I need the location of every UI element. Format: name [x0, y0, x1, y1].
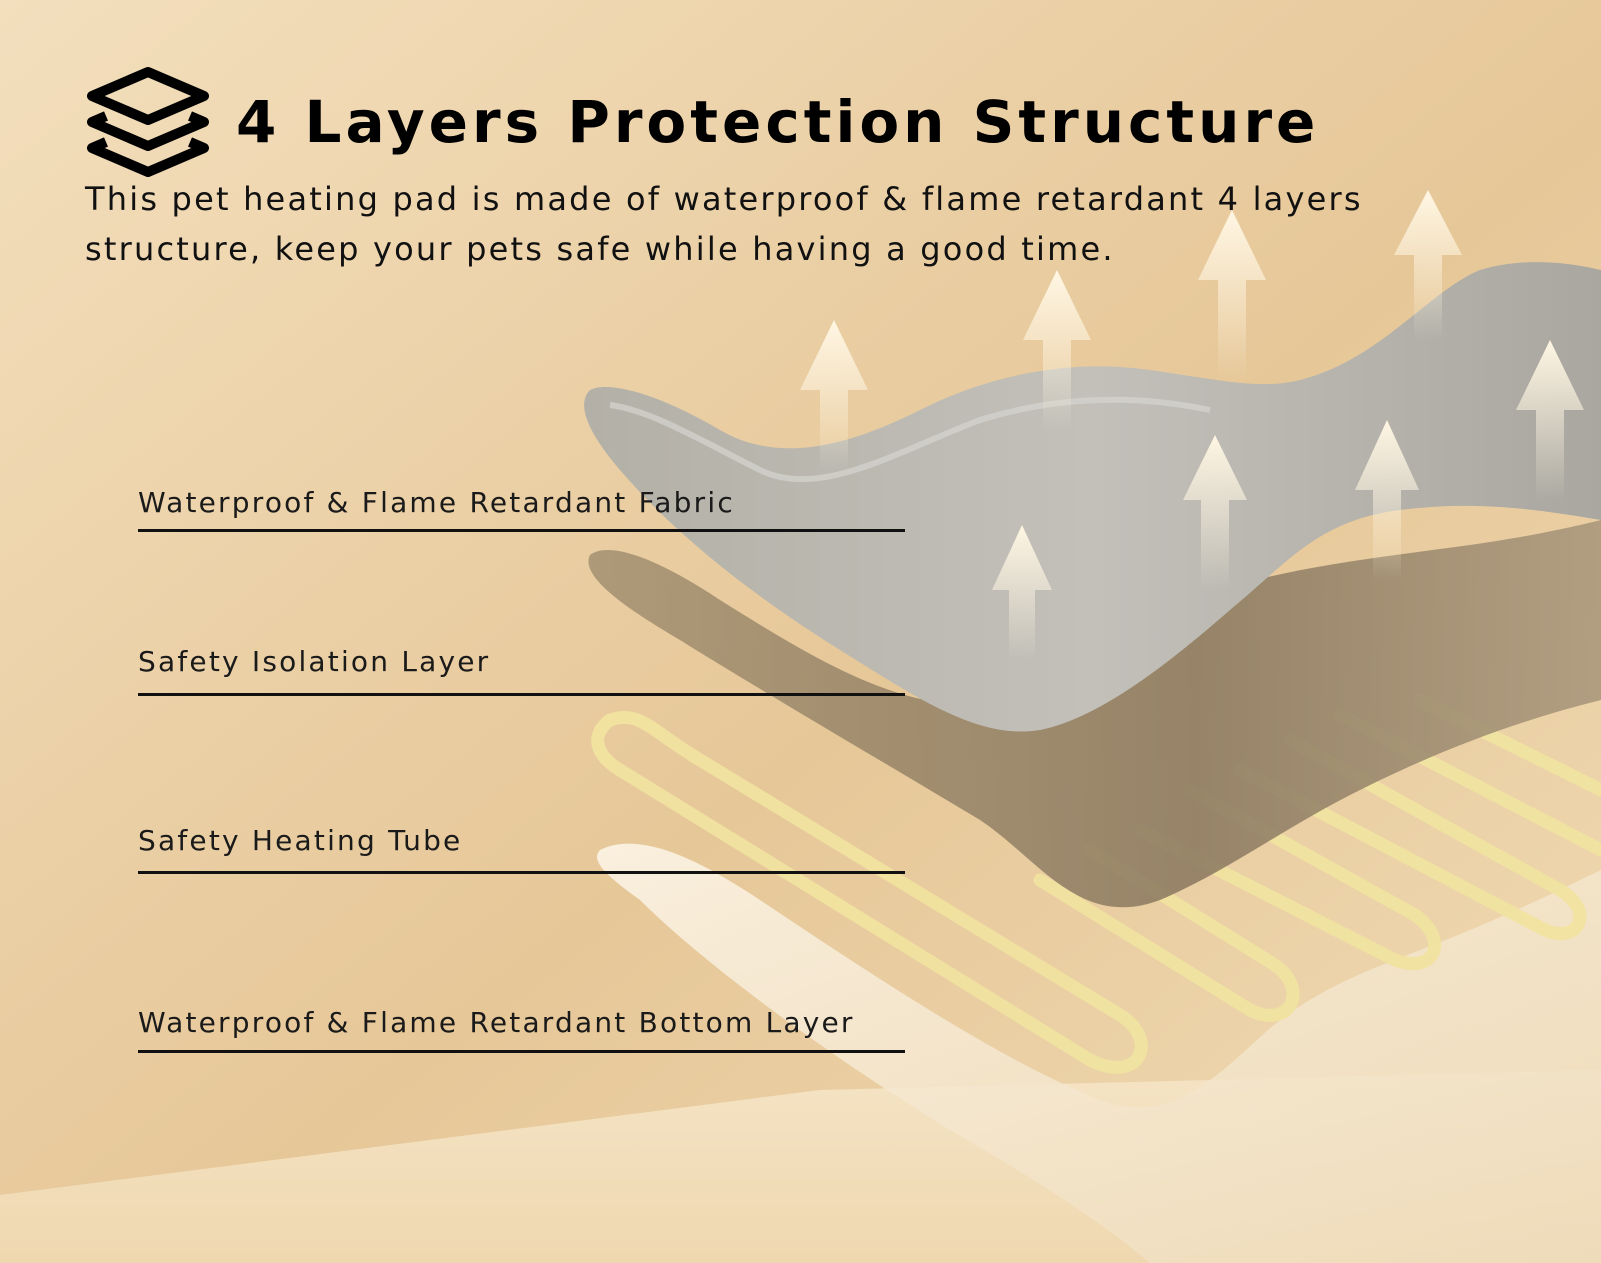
layer-rule [138, 529, 905, 532]
fabric-layer [584, 262, 1601, 732]
heat-arrow-icon [800, 320, 868, 470]
layer-label-heating-tube: Safety Heating Tube [138, 824, 463, 857]
layer-label-fabric: Waterproof & Flame Retardant Fabric [138, 486, 735, 519]
fabric-layer-edge [609, 396, 1211, 483]
bottom-layer [596, 843, 1601, 1263]
heat-arrow-icon [1516, 340, 1584, 500]
heat-arrow-icon [1023, 270, 1091, 430]
layer-label-bottom: Waterproof & Flame Retardant Bottom Laye… [138, 1006, 855, 1039]
layer-label-isolation: Safety Isolation Layer [138, 645, 491, 678]
heat-arrows [800, 190, 1584, 660]
layer-rule [138, 871, 905, 874]
layer-rule [138, 1050, 905, 1053]
page-title: 4 Layers Protection Structure [236, 88, 1320, 156]
heat-arrow-icon [1394, 190, 1462, 340]
layer-rule [138, 693, 905, 696]
layers-icon [87, 67, 209, 177]
heat-arrow-icon [1183, 435, 1247, 590]
heat-arrow-icon [992, 525, 1052, 660]
heat-arrow-icon [1355, 420, 1419, 580]
isolation-layer [588, 520, 1601, 908]
heat-arrow-icon [1198, 210, 1266, 380]
page-subtitle: This pet heating pad is made of waterpro… [85, 180, 1363, 268]
